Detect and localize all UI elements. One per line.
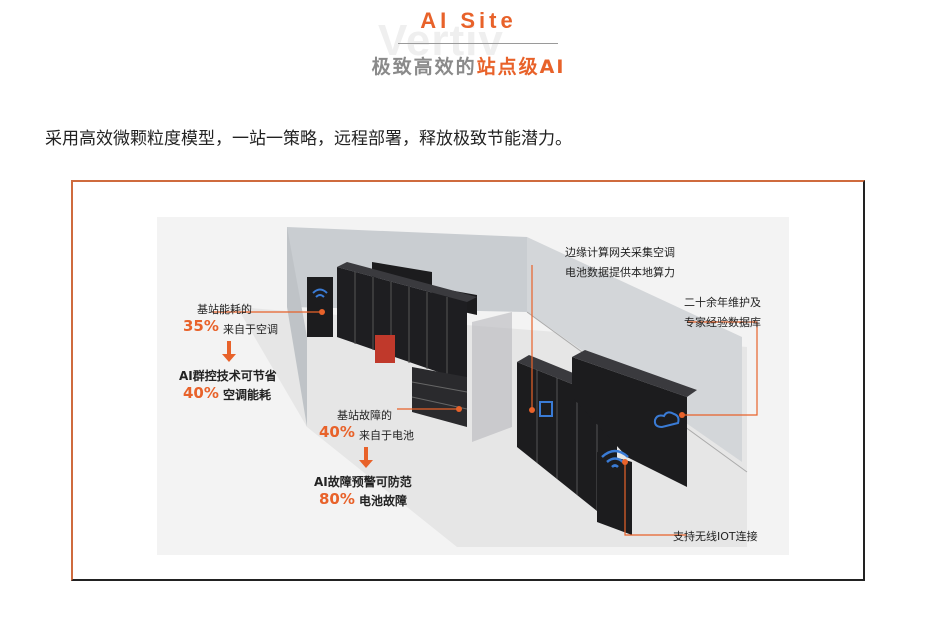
database-callout-line <box>682 321 758 416</box>
intro-text: 采用高效微颗粒度模型，一站一策略，远程部署，释放极致节能潜力。 <box>45 129 572 149</box>
iot-label: 支持无线IOT连接 <box>673 530 758 543</box>
fault-pct: 40% <box>319 423 355 441</box>
fault-pct2: 80% <box>319 490 355 508</box>
gateway-icon <box>539 401 553 417</box>
rack-row-far-right <box>572 350 697 487</box>
datacenter-illustration: 基站能耗的 35% 来自于空调 AI群控技术可节省 40% 空调能耗 基站故障的… <box>157 217 789 555</box>
title-english: AI Site <box>420 8 517 33</box>
fault-suffix: 来自于电池 <box>359 429 414 442</box>
title-divider <box>398 43 558 44</box>
room-side-wall <box>527 237 742 462</box>
energy-pct2: 40% <box>183 384 219 402</box>
arrow-down-icon <box>359 447 373 468</box>
wifi-icon <box>601 449 629 468</box>
title-chinese: 极致高效的站点级AI <box>0 52 937 79</box>
edge-line2: 电池数据提供本地算力 <box>565 266 675 279</box>
page-heading: Vertiv AI Site 极致高效的站点级AI <box>0 0 937 95</box>
glass-partition <box>472 312 512 442</box>
wifi-totem-front <box>597 449 632 535</box>
db-line2: 专家经验数据库 <box>684 316 761 329</box>
battery-stack <box>411 367 468 427</box>
title-chinese-highlight: 站点级AI <box>476 56 566 78</box>
iot-callout-line <box>624 462 687 536</box>
brand-watermark: Vertiv <box>378 16 504 65</box>
fault-suffix2: 电池故障 <box>359 494 408 508</box>
db-line1: 二十余年维护及 <box>684 296 761 309</box>
edge-line1: 边缘计算网关采集空调 <box>565 246 675 259</box>
datacenter-drawing <box>212 227 758 547</box>
cloud-icon <box>653 411 680 429</box>
illustration-frame <box>71 180 865 581</box>
fault-line1: 基站故障的 <box>337 409 392 422</box>
energy-line3: AI群控技术可节省 <box>179 369 277 383</box>
energy-pct: 35% <box>183 317 219 335</box>
arrow-down-icon <box>222 341 236 362</box>
wifi-totem-left <box>307 277 333 337</box>
callout-dots <box>319 309 685 465</box>
red-cabinet <box>375 335 395 363</box>
rack-row-left <box>337 262 477 382</box>
title-chinese-prefix: 极致高效的 <box>371 56 477 78</box>
energy-suffix: 来自于空调 <box>223 323 278 336</box>
room-left-wall <box>287 227 307 427</box>
callout-lines <box>212 265 758 536</box>
wifi-icon <box>312 288 328 298</box>
energy-suffix2: 空调能耗 <box>223 388 272 402</box>
energy-line1: 基站能耗的 <box>197 303 252 316</box>
fault-line3: AI故障预警可防范 <box>314 475 412 489</box>
